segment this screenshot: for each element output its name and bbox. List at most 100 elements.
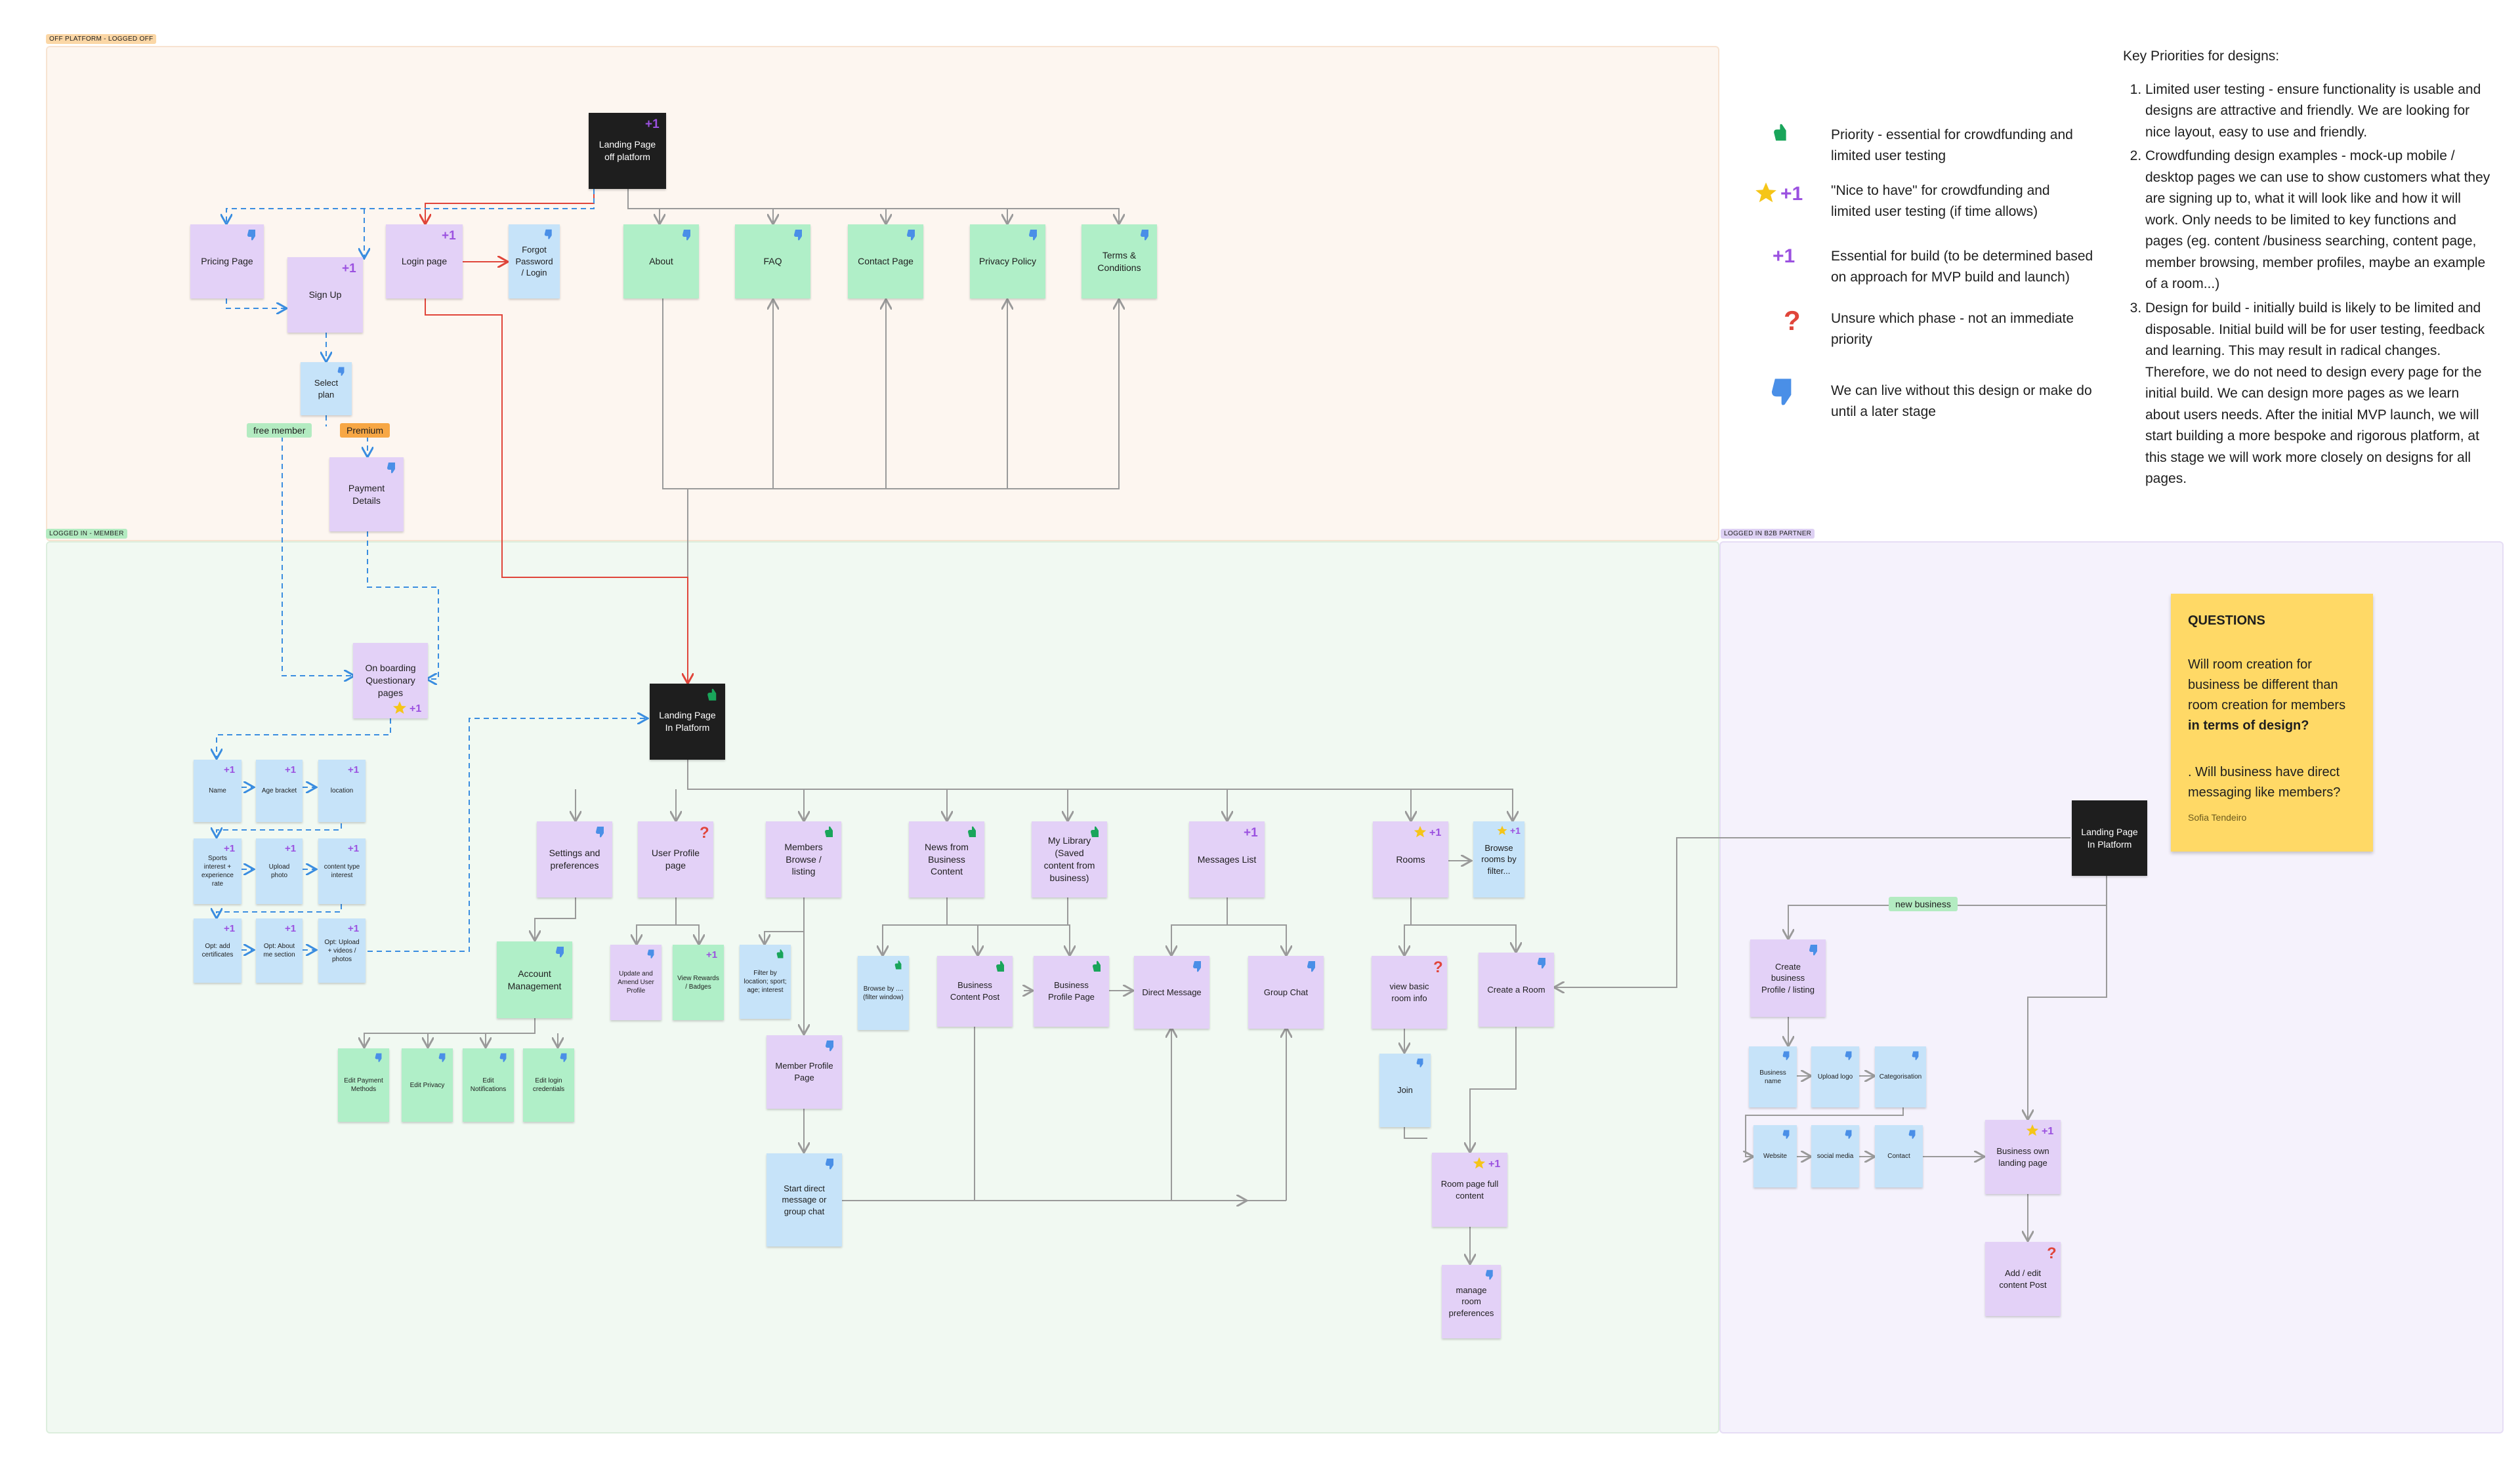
node-faq[interactable]: FAQ [735,224,810,299]
node-landing-in[interactable]: Landing Page In Platform [650,684,725,760]
node-opt-certs[interactable]: Opt: add certificates +1 [194,918,242,983]
thumbs-down-icon [555,945,569,959]
node-browse-rooms[interactable]: Browse rooms by filter... +1 [1473,821,1524,897]
node-edit-payment[interactable]: Edit Payment Methods [338,1048,389,1122]
node-terms[interactable]: Terms & Conditions [1082,224,1157,299]
node-biz-post[interactable]: Business Content Post [937,956,1013,1027]
note-author: Sofia Tendeiro [2188,812,2247,823]
node-name[interactable]: Name +1 [194,760,242,822]
thumbs-down-icon [386,461,400,475]
node-landing-b2b[interactable]: Landing Page In Platform [2072,800,2147,876]
node-direct-msg[interactable]: Direct Message [1134,956,1209,1029]
plus-one-icon: +1 [348,922,362,934]
star-icon [392,700,408,716]
node-rooms[interactable]: Rooms +1 [1373,821,1448,897]
svg-text:+1: +1 [224,764,235,775]
node-library[interactable]: My Library (Saved content from business) [1032,821,1107,897]
thumbs-down-icon [374,1052,386,1063]
thumbs-down-icon [1416,1057,1427,1069]
svg-text:+1: +1 [2042,1126,2053,1137]
node-social[interactable]: social media [1811,1125,1859,1187]
node-browse-by[interactable]: Browse by .... (filter window) [858,956,909,1030]
node-edit-login[interactable]: Edit login credentials [523,1048,574,1122]
legend-nice: "Nice to have" for crowdfunding and limi… [1831,183,2050,219]
node-categorisation[interactable]: Categorisation [1875,1046,1926,1107]
node-edit-notif[interactable]: Edit Notifications [463,1048,514,1122]
questions-note[interactable]: QUESTIONS Will room creation for busines… [2171,594,2373,852]
node-content-type[interactable]: content type interest +1 [318,838,366,904]
node-start-dm[interactable]: Start direct message or group chat [766,1153,842,1247]
node-account[interactable]: Account Management [497,941,572,1018]
svg-text:+1: +1 [410,703,421,714]
question-mark-icon: ? [698,825,710,840]
plus-one-icon: +1 [1510,825,1523,836]
node-news[interactable]: News from Business Content [909,821,984,897]
node-update-profile[interactable]: Update and Amend User Profile [610,945,662,1020]
node-user-profile[interactable]: User Profile page ? [638,821,713,897]
node-rewards[interactable]: View Rewards / Badges +1 [673,945,724,1020]
node-settings[interactable]: Settings and preferences [537,821,612,897]
plus-one-icon: +1 [1243,825,1261,839]
thumbs-down-icon [1306,959,1320,974]
node-age[interactable]: Age bracket +1 [256,760,303,822]
star-icon [2025,1123,2040,1138]
node-create-room[interactable]: Create a Room [1479,953,1554,1027]
section-b2b [1719,541,2504,1433]
plus-one-icon: +1 [348,763,362,775]
thumbs-down-icon [1808,943,1822,957]
thumbs-up-icon [995,959,1009,974]
svg-text:+1: +1 [1510,825,1521,836]
question-mark-icon: ? [1432,959,1444,975]
legend-priority: Priority - essential for crowdfunding an… [1831,127,2073,163]
node-login[interactable]: Login page +1 [386,224,463,299]
node-about[interactable]: About [623,224,699,299]
node-website[interactable]: Website [1754,1125,1797,1187]
node-room-full[interactable]: Room page full content +1 [1432,1153,1507,1227]
svg-text:+1: +1 [285,764,296,775]
node-member-profile[interactable]: Member Profile Page [766,1035,842,1109]
node-sports[interactable]: Sports interest + experience rate +1 [194,838,242,904]
node-onboarding[interactable]: On boarding Questionary pages +1 [353,643,428,718]
node-landing-off[interactable]: Landing Page off platform +1 [589,113,666,189]
thumbs-down-icon [1028,228,1042,242]
node-payment[interactable]: Payment Details [329,457,404,531]
plus-one-icon: +1 [1488,1157,1504,1170]
node-add-content[interactable]: Add / edit content Post ? [1985,1242,2061,1316]
node-join[interactable]: Join [1379,1054,1431,1127]
node-group-chat[interactable]: Group Chat [1248,956,1324,1029]
node-location[interactable]: location +1 [318,760,366,822]
section-off-label: OFF PLATFORM - LOGGED OFF [46,34,157,44]
node-signup[interactable]: Sign Up +1 [287,257,363,333]
thumbs-up-icon [1772,121,1794,147]
plus-one-icon: +1 [706,948,721,960]
node-manage-room[interactable]: manage room preferences [1442,1265,1501,1338]
node-pricing[interactable]: Pricing Page [190,224,264,299]
node-contact-b[interactable]: Contact [1875,1125,1923,1187]
node-biz-profile[interactable]: Business Profile Page [1034,956,1109,1027]
node-messages[interactable]: Messages List +1 [1189,821,1265,897]
node-select-plan[interactable]: Select plan [301,362,352,415]
svg-text:+1: +1 [1429,827,1441,838]
svg-text:+1: +1 [706,949,717,960]
node-upload-photo[interactable]: Upload photo +1 [256,838,303,904]
plus-one-icon: +1 [1429,825,1445,838]
node-opt-about[interactable]: Opt: About me section +1 [256,918,303,983]
thumbs-up-icon [894,959,906,971]
node-privacy[interactable]: Privacy Policy [970,224,1045,299]
node-forgot[interactable]: Forgot Password / Login [509,224,560,299]
section-member-label: LOGGED IN - MEMBER [46,529,127,539]
node-edit-privacy[interactable]: Edit Privacy [402,1048,453,1122]
thumbs-down-icon [1782,1128,1794,1140]
node-opt-upload[interactable]: Opt: Upload + videos / photos +1 [318,918,366,983]
node-create-biz[interactable]: Create business Profile / listing [1750,939,1826,1017]
thumbs-down-icon [646,948,658,960]
node-members-browse[interactable]: Members Browse / listing [766,821,841,897]
svg-text:+1: +1 [342,262,356,275]
node-biz-landing[interactable]: Business own landing page +1 [1985,1120,2061,1194]
node-view-room[interactable]: view basic room info ? [1372,956,1447,1029]
node-upload-logo[interactable]: Upload logo [1811,1046,1859,1107]
key-priority-item: Limited user testing - ensure functional… [2145,79,2490,144]
node-biz-name[interactable]: Business name [1749,1046,1797,1107]
node-filter[interactable]: Filter by location; sport; age; interest [740,945,791,1019]
node-contact[interactable]: Contact Page [848,224,923,299]
